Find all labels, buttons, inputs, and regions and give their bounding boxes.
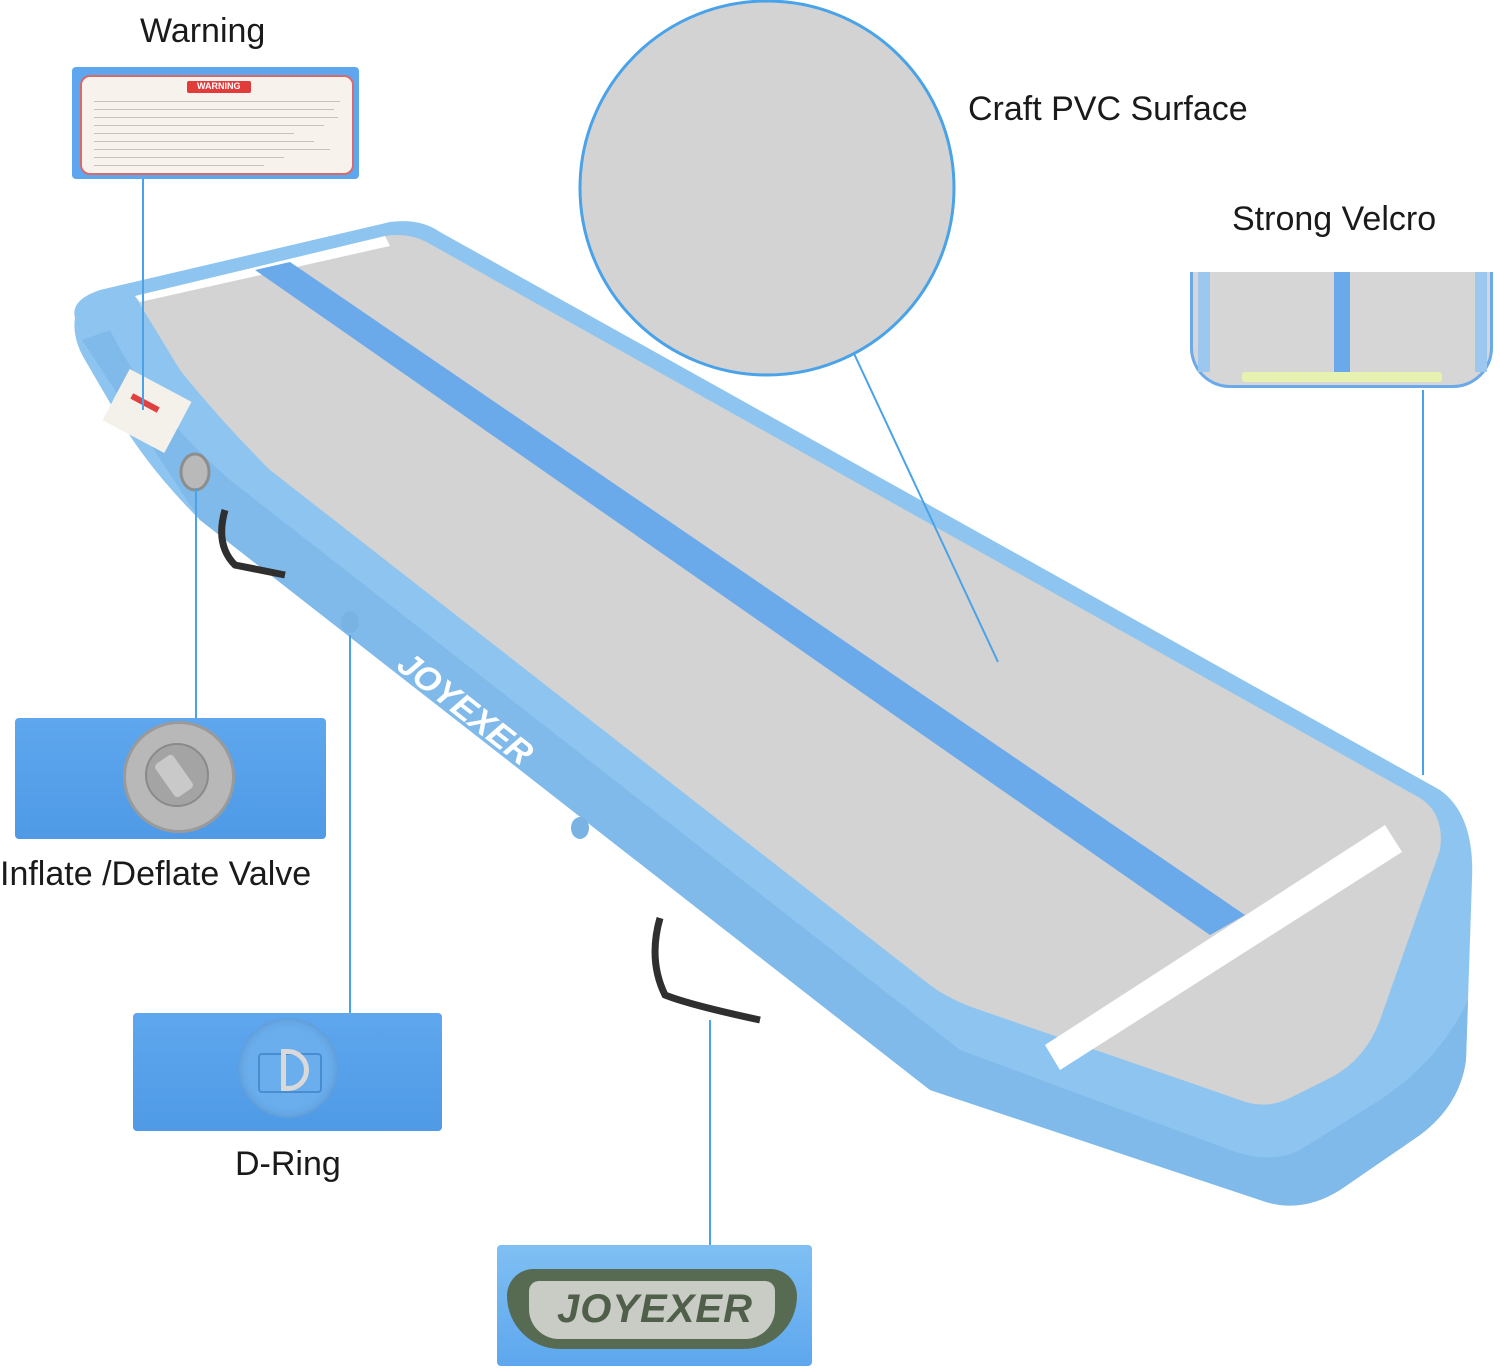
label-warning: Warning — [140, 12, 266, 50]
velcro-center-stripe — [1334, 272, 1350, 372]
brand-logo-text: JOYEXER — [557, 1287, 753, 1331]
warning-sticker-inset: WARNING — [72, 67, 359, 179]
label-d-ring: D-Ring — [235, 1145, 341, 1183]
strong-velcro-inset — [1190, 272, 1495, 390]
white-strip-bottom — [1045, 825, 1402, 1070]
d-ring-icon — [281, 1049, 309, 1091]
warning-sticker-header: WARNING — [197, 81, 241, 91]
brand-logo-inset: JOYEXER — [497, 1245, 812, 1366]
d-ring-inset — [133, 1013, 442, 1131]
label-strong-velcro: Strong Velcro — [1232, 200, 1437, 238]
warning-sticker-card: WARNING — [80, 75, 354, 175]
mat-handle-2 — [651, 917, 761, 1024]
label-craft-pvc-surface: Craft PVC Surface — [968, 90, 1248, 128]
velcro-strip — [1242, 372, 1442, 382]
valve-inset — [15, 718, 326, 839]
mat-top-surface — [135, 235, 1441, 1105]
mat-valve — [179, 452, 211, 492]
pvc-surface-magnifier — [578, 0, 956, 377]
center-stripe — [255, 262, 1245, 935]
mat-handle-1 — [218, 509, 286, 579]
label-inflate-deflate-valve: Inflate /Deflate Valve — [0, 855, 312, 893]
mat-warning-sticker — [102, 368, 192, 454]
